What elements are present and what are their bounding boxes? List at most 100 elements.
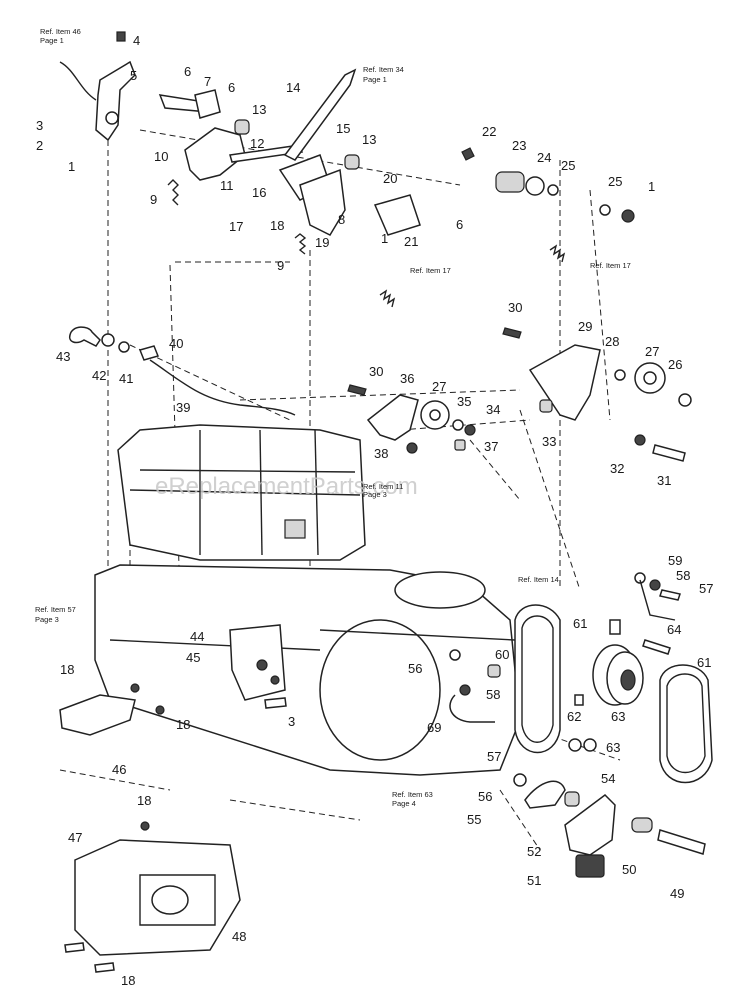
ref-label: Ref. Item 57 <box>35 605 76 614</box>
reference-wire-46 <box>59 61 97 101</box>
callout-label: 13 <box>362 132 376 147</box>
callout-label: 33 <box>542 434 556 449</box>
screw-63b <box>583 738 597 752</box>
callout-label: 32 <box>610 461 624 476</box>
callout-label: 27 <box>432 379 446 394</box>
washer-28 <box>614 369 626 381</box>
ref-label: Page 3 <box>363 490 387 499</box>
washer-56b <box>513 773 527 787</box>
ref-label: Ref. Item 34 <box>363 65 404 74</box>
callout-label: 57 <box>487 749 501 764</box>
callout-label: 63 <box>611 709 625 724</box>
ref-label: Ref. Item 17 <box>410 266 451 275</box>
setscrew-63 <box>609 619 621 635</box>
ref-label: Page 3 <box>35 615 59 624</box>
bolt-49 <box>657 829 706 855</box>
callout-label: 69 <box>427 720 441 735</box>
callout-label: 56 <box>478 789 492 804</box>
spacer-37 <box>454 439 466 451</box>
bracket-hole <box>105 111 119 125</box>
callout-label: 3 <box>36 118 43 133</box>
bolt-18e <box>94 962 115 973</box>
idler-arm-36 <box>366 394 419 441</box>
callout-label: 1 <box>68 159 75 174</box>
callout-label: 14 <box>286 80 300 95</box>
washer-35 <box>452 419 464 431</box>
callout-label: 27 <box>645 344 659 359</box>
callout-label: 4 <box>133 33 140 48</box>
washer-32 <box>634 434 646 446</box>
drive-belts <box>514 572 713 784</box>
callout-label: 29 <box>578 319 592 334</box>
callout-label: 13 <box>252 102 266 117</box>
ref-label: Ref. Item 14 <box>518 575 559 584</box>
bolt-3 <box>264 697 287 709</box>
nut-41 <box>118 341 130 353</box>
ref-label: Ref. Item 11 <box>363 482 403 491</box>
callout-label: 34 <box>486 402 500 417</box>
callout-label: 22 <box>482 124 496 139</box>
callout-label: 59 <box>668 553 682 568</box>
cable-39 <box>149 359 296 416</box>
callout-label: 48 <box>232 929 246 944</box>
idler-arm-center <box>347 289 476 454</box>
bolt-4 <box>116 31 126 42</box>
engine-fitting <box>284 519 306 539</box>
callout-label: 62 <box>567 709 581 724</box>
nut-22 <box>461 147 475 161</box>
ref-label: Ref. Item 17 <box>590 261 631 270</box>
callout-label: 44 <box>190 629 204 644</box>
bolt-45 <box>256 659 268 671</box>
callout-label: 63 <box>606 740 620 755</box>
callout-label: 18 <box>121 973 135 988</box>
callout-label: 6 <box>184 64 191 79</box>
callout-label: 2 <box>36 138 43 153</box>
callout-label: 1 <box>648 179 655 194</box>
callout-label: 57 <box>699 581 713 596</box>
callout-label: 46 <box>112 762 126 777</box>
idler-bracket-52 <box>564 794 616 856</box>
washer-56 <box>449 649 461 661</box>
callout-label: 30 <box>369 364 383 379</box>
bolt-18d <box>64 942 85 953</box>
frame-housing <box>94 564 521 776</box>
callout-label: 61 <box>697 655 711 670</box>
bolt-57 <box>659 589 681 601</box>
bushing-13b <box>344 154 360 170</box>
callout-label: 9 <box>150 192 157 207</box>
spacer-60 <box>487 664 501 678</box>
bearing-24 <box>525 176 545 196</box>
callout-label: 64 <box>667 622 681 637</box>
ref-label: Page 1 <box>363 75 387 84</box>
washer-25 <box>547 184 559 196</box>
washer-25b <box>599 204 611 216</box>
spacer-33 <box>539 399 553 413</box>
callout-label: 6 <box>456 217 463 232</box>
link-7 <box>194 89 221 119</box>
watermark: eReplacementParts.com <box>155 473 418 500</box>
nut-34 <box>464 424 476 436</box>
callout-label: 25 <box>608 174 622 189</box>
cable-end-40 <box>138 345 160 361</box>
plate-21 <box>373 194 421 236</box>
callout-label: 8 <box>338 212 345 227</box>
bolt-30b <box>347 384 367 396</box>
bolt-18b <box>155 705 165 715</box>
callout-label: 61 <box>573 616 587 631</box>
callout-label: 58 <box>676 568 690 583</box>
callout-label: 18 <box>137 793 151 808</box>
block-51 <box>575 854 605 878</box>
callout-label: 55 <box>467 812 481 827</box>
shaft-12 <box>229 144 303 163</box>
lower-idler-assembly <box>449 649 706 878</box>
callout-label: 36 <box>400 371 414 386</box>
bolt-18 <box>130 683 140 693</box>
throttle-cable <box>68 326 296 416</box>
spring-9 <box>167 179 179 206</box>
callout-label: 18 <box>270 218 284 233</box>
callout-label: 10 <box>154 149 168 164</box>
bracket-46 <box>59 694 136 736</box>
rod-14 <box>283 68 357 161</box>
ref-label: Ref. Item 46 <box>40 27 81 36</box>
